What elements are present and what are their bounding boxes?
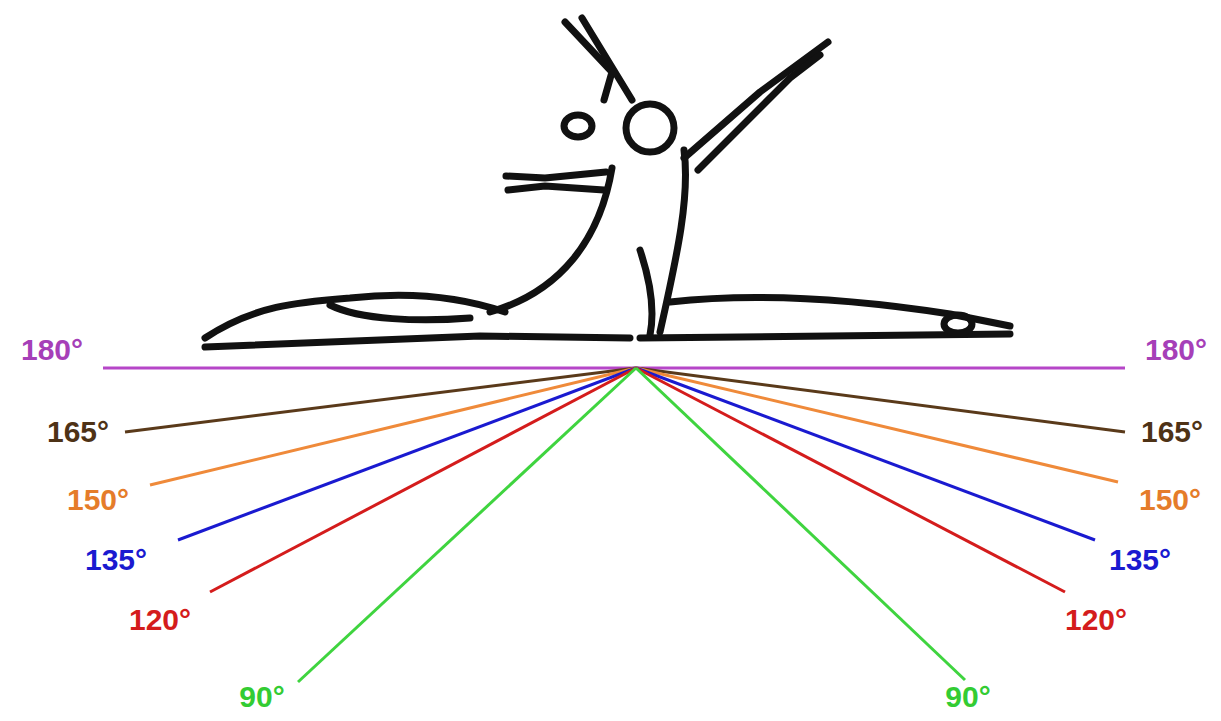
- angle-label: 150°: [1137, 485, 1203, 515]
- angle-label: 150°: [65, 485, 131, 515]
- angle-label: 180°: [1143, 335, 1209, 365]
- angle-line: [150, 368, 636, 485]
- angle-line: [125, 368, 636, 432]
- angle-line: [636, 368, 1095, 540]
- angle-label: 90°: [237, 682, 286, 712]
- angle-line: [636, 368, 1065, 592]
- angle-label: 120°: [127, 605, 193, 635]
- angle-label: 165°: [1139, 417, 1205, 447]
- angle-line: [636, 368, 965, 680]
- angle-line: [103, 367, 1125, 370]
- angle-lines: [103, 368, 1125, 682]
- angle-label: 165°: [45, 417, 111, 447]
- gymnast-figure: [205, 18, 1010, 347]
- angle-line: [298, 368, 636, 682]
- angle-label: 180°: [19, 335, 85, 365]
- angle-label: 135°: [1107, 545, 1173, 575]
- angle-line: [210, 368, 636, 592]
- angle-label: 120°: [1063, 605, 1129, 635]
- angle-line: [178, 368, 636, 540]
- angle-line: [636, 368, 1118, 482]
- angle-line: [636, 368, 1125, 432]
- angle-label: 135°: [83, 545, 149, 575]
- angle-label: 90°: [943, 682, 992, 712]
